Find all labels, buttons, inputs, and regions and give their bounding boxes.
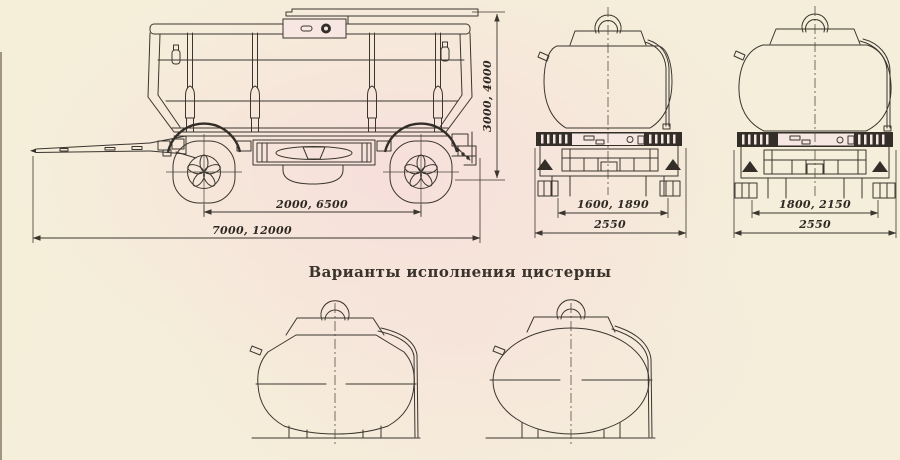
rear-wheel	[383, 122, 459, 216]
dim-tank-width-b-label: 1800, 2150	[779, 198, 851, 211]
dimension-overall-width-a: 2550	[534, 148, 687, 238]
dim-overall-width-a-label: 2550	[593, 218, 626, 231]
support-legs	[734, 177, 896, 199]
dimension-overall-width-b: 2550	[733, 150, 897, 238]
dim-overall-length-label: 7000, 12000	[212, 224, 292, 237]
dimension-overall-length: 7000, 12000	[32, 156, 481, 243]
stiffener-posts	[185, 32, 443, 133]
side-view: 2000, 6500 7000, 12000 3000, 4000	[30, 8, 505, 243]
tank-variant-rounded	[249, 300, 421, 445]
variants-caption: Варианты исполнения цистерны	[308, 263, 612, 281]
dim-overall-width-b-label: 2550	[798, 218, 831, 231]
support-legs	[537, 175, 681, 197]
front-view-a: 1600, 1890 2550	[534, 7, 687, 238]
dim-tank-width-a-label: 1600, 1890	[577, 198, 649, 211]
front-wheel	[166, 122, 242, 216]
dimension-tank-width-b: 1800, 2150	[751, 198, 879, 218]
dimension-overall-height: 3000, 4000	[455, 11, 505, 181]
dim-axle-spacing-label: 2000, 6500	[275, 198, 348, 211]
tank-variant-elliptical	[485, 299, 656, 445]
frame-band	[536, 132, 682, 146]
dimension-axle-spacing: 2000, 6500	[203, 198, 422, 217]
scan-edge-line	[0, 52, 2, 460]
underbody-equipment-box	[236, 139, 392, 185]
dimension-tank-width-a: 1600, 1890	[557, 198, 669, 218]
dim-overall-height-label: 3000, 4000	[481, 60, 494, 132]
front-view-b: 1800, 2150 2550	[733, 6, 897, 238]
suspension-frame	[537, 145, 681, 177]
drawbar	[30, 135, 197, 159]
rear-brackets	[451, 131, 477, 166]
